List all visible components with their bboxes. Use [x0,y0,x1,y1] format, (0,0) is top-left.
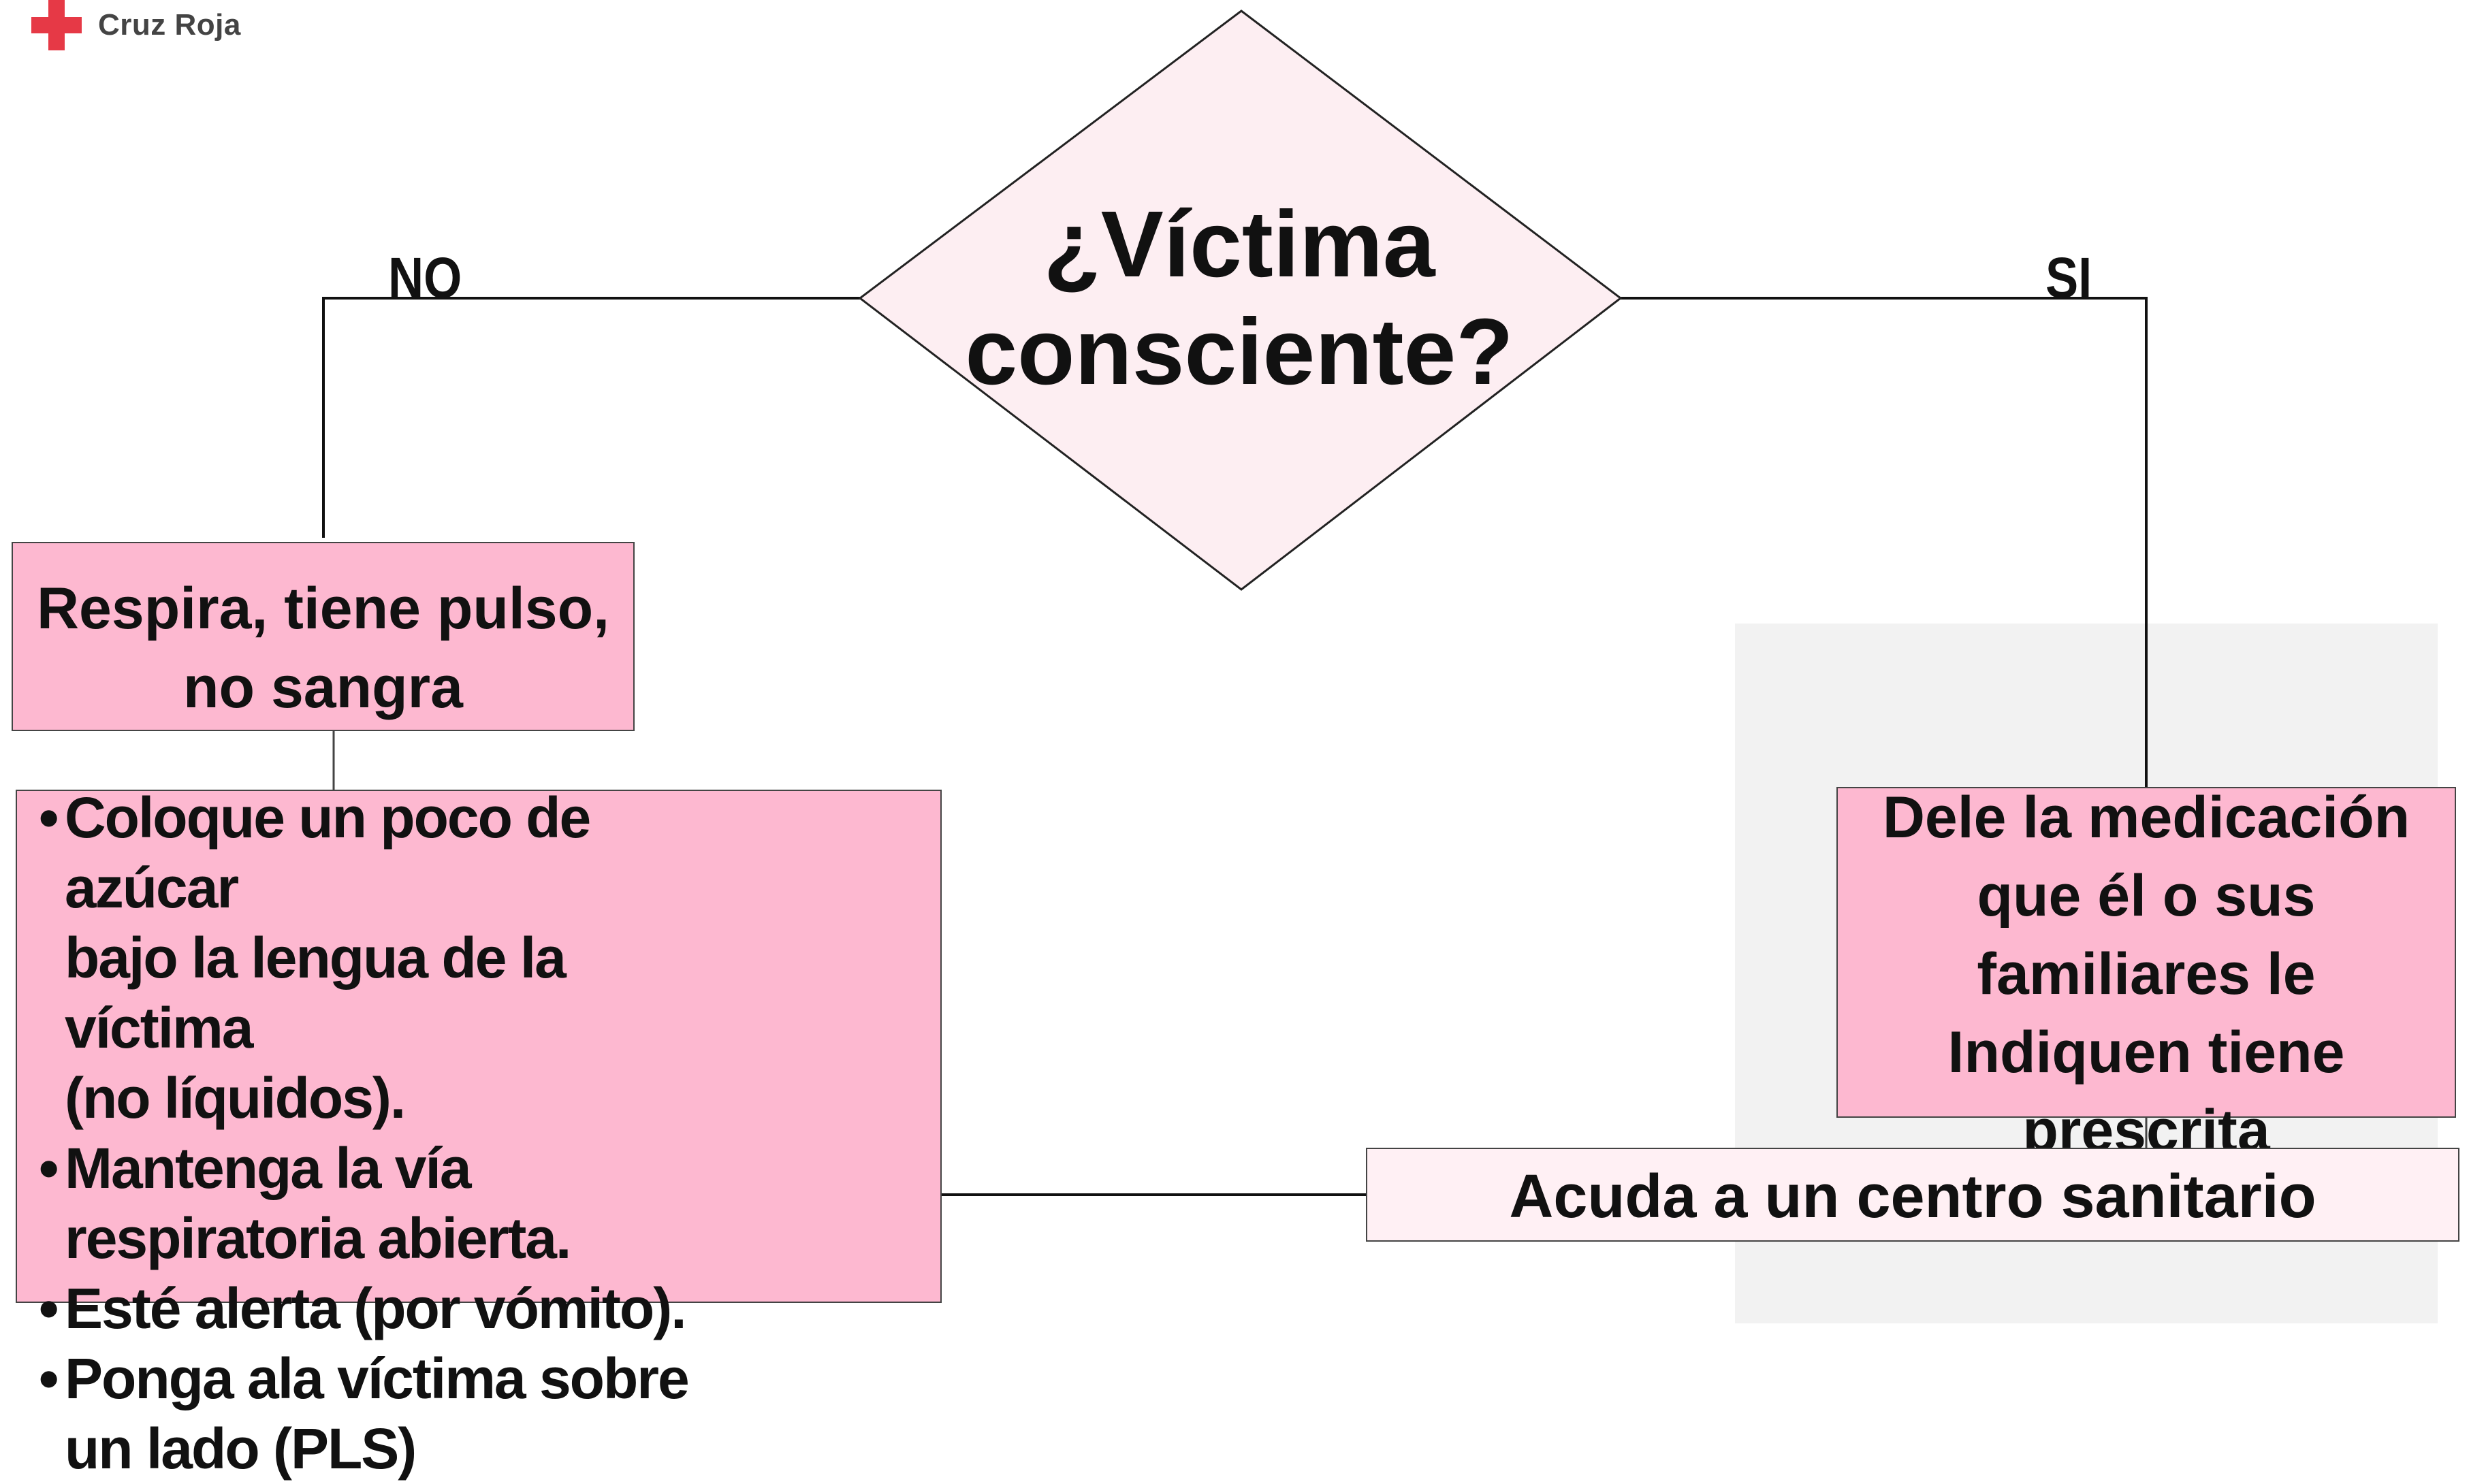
final-box: Acuda a un centro sanitario [1366,1148,2459,1242]
final-box-text: Acuda a un centro sanitario [1509,1163,2316,1231]
cruz-roja-logo: Cruz Roja [31,0,241,50]
actions-box: • Coloque un poco de azúcar bajo la leng… [16,786,942,1481]
action-item: • Esté alerta (por vómito). [39,1274,720,1344]
bullet-icon: • [39,1276,59,1340]
action-line: Ponga ala víctima sobre [65,1346,690,1410]
action-item: • Mantenga la vía respiratoria abierta. [39,1133,720,1274]
decision-diamond [858,10,1623,591]
action-line: un lado (PLS) [65,1417,417,1481]
bullet-icon: • [39,1136,59,1200]
connector-yes-branch [1621,297,2148,788]
status-line: no sangra [183,655,463,720]
decision-question-line: ¿Víctima [1043,192,1435,297]
status-line: Respira, tiene pulso, [36,576,610,641]
connector-no-branch [322,297,860,538]
flowchart-canvas: Cruz Roja ¿Víctima consciente? NO SI Res… [12,0,2459,1481]
connector-layer [322,10,2148,1196]
action-line: bajo la lengua de la víctima [65,926,567,1060]
actions-list: • Coloque un poco de azúcar bajo la leng… [39,783,720,1484]
medication-line: Indiquen tiene [1947,1020,2345,1085]
medication-line: familiares le [1977,941,2316,1007]
status-box: Respira, tiene pulso, no sangra [12,542,635,731]
red-cross-icon [31,0,82,50]
decision-question-line: consciente? [965,300,1514,404]
action-item: • Coloque un poco de azúcar bajo la leng… [39,783,720,1133]
bullet-icon: • [39,1346,59,1410]
medication-box: Dele la medicación que él o sus familiar… [1836,785,2456,1163]
branch-label-no: NO [388,246,462,310]
logo-text: Cruz Roja [98,8,241,42]
medication-line: que él o sus [1977,863,2316,929]
branch-label-yes: SI [2045,246,2092,310]
decision-question: ¿Víctima consciente? [912,191,1566,406]
action-line: (no líquidos). [65,1066,406,1130]
action-line: Mantenga la vía [65,1136,472,1200]
action-item: • Ponga ala víctima sobre un lado (PLS) [39,1344,720,1484]
bullet-icon: • [39,786,59,850]
action-line: Esté alerta (por vómito). [65,1276,687,1340]
medication-line: Dele la medicación [1882,785,2410,850]
action-line: Coloque un poco de azúcar [65,786,591,920]
action-line: respiratoria abierta. [65,1206,571,1270]
